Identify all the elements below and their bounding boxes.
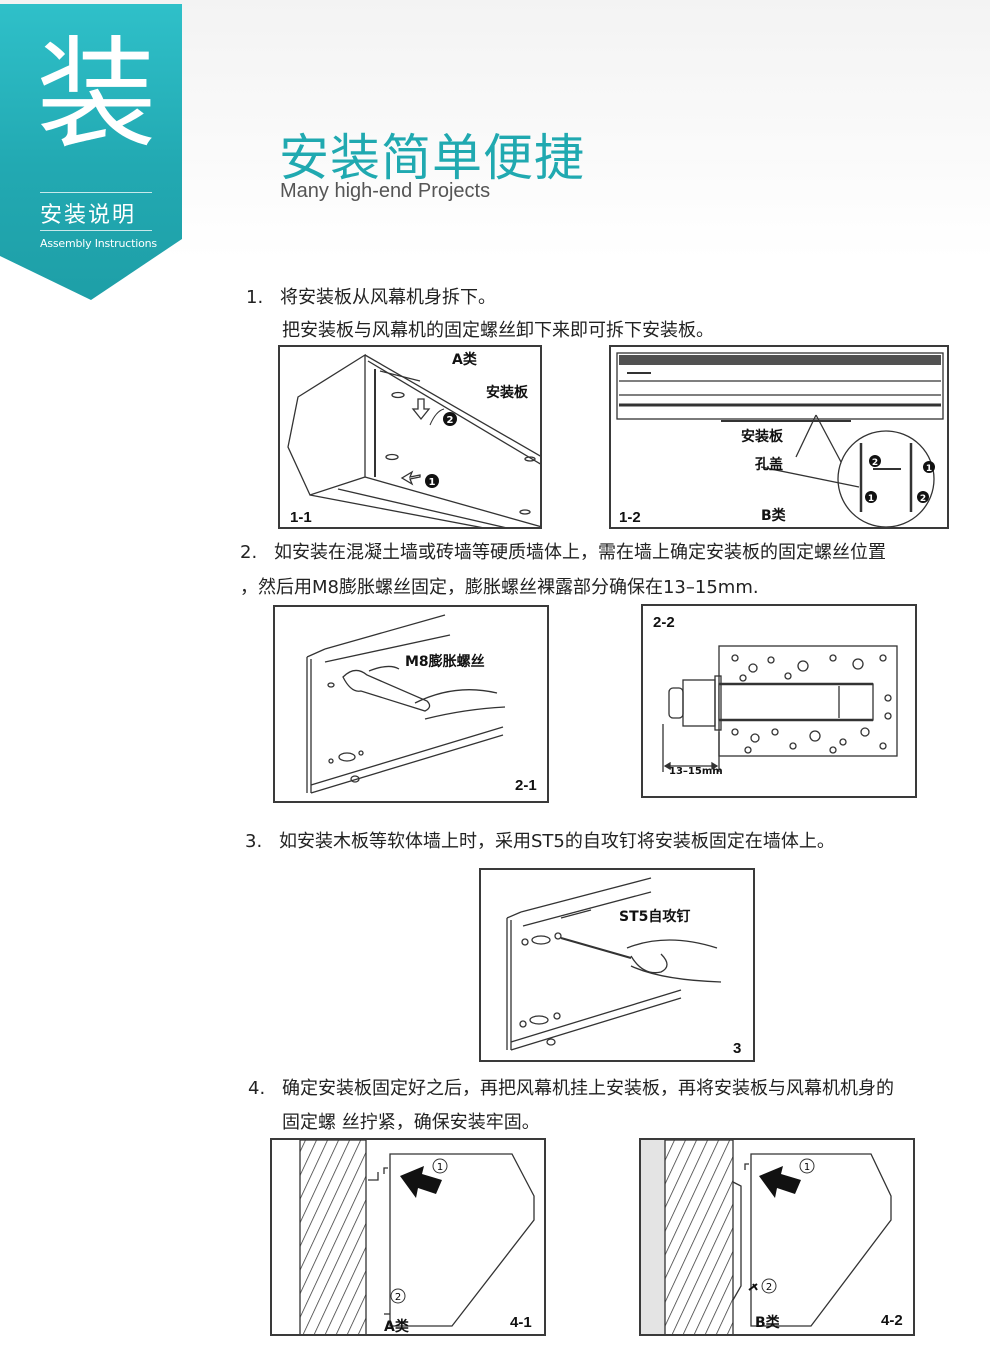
step-text: 确定安装板固定好之后，再把风幕机挂上安装板，再将安装板与风幕机机身的 bbox=[282, 1078, 894, 1099]
air-curtain-front-illustration: 2 1 1 2 bbox=[616, 352, 944, 527]
svg-text:2: 2 bbox=[447, 415, 454, 426]
figure-id: 3 bbox=[733, 1040, 742, 1057]
svg-text:2: 2 bbox=[920, 494, 926, 504]
figure-id: 1-2 bbox=[619, 509, 641, 526]
callout-hole-cover: 孔盖 bbox=[755, 457, 783, 473]
step-text: 如安装木板等软体墙上时，采用ST5的自攻钉将安装板固定在墙体上。 bbox=[279, 831, 835, 852]
svg-text:2: 2 bbox=[395, 1292, 401, 1303]
air-curtain-side-illustration: 2 1 bbox=[287, 353, 540, 527]
callout-mounting-plate: 安装板 bbox=[486, 385, 528, 401]
figure-3: ST5自攻钉 3 bbox=[479, 868, 755, 1062]
figure-4-1: 1 2 A类 4-1 bbox=[270, 1138, 546, 1336]
figure-id: 1-1 bbox=[290, 509, 312, 526]
wrench-bolt-illustration bbox=[306, 614, 506, 794]
callout-st5-self-tapping-screw: ST5自攻钉 bbox=[619, 909, 691, 925]
step-1-heading: 1. 将安装板从风幕机身拆下。 bbox=[246, 283, 496, 309]
screwdriver-illustration bbox=[506, 877, 722, 1051]
svg-text:1: 1 bbox=[804, 1162, 810, 1173]
figure-1-2: 2 1 1 2 安装板 孔盖 B类 1-2 bbox=[609, 345, 949, 529]
figure-type-label: B类 bbox=[761, 508, 786, 524]
step-number: 4. bbox=[248, 1078, 266, 1099]
anchor-bolt-cross-section bbox=[662, 645, 898, 772]
svg-text:1: 1 bbox=[437, 1162, 443, 1173]
hanging-unit-b-illustration: 1 2 bbox=[641, 1140, 892, 1334]
figure-type-label: A类 bbox=[384, 1319, 409, 1335]
page-subtitle: Many high-end Projects bbox=[280, 180, 491, 202]
ribbon-divider-top bbox=[40, 192, 152, 193]
ribbon-title-cn: 安装说明 bbox=[40, 203, 137, 228]
svg-text:2: 2 bbox=[872, 458, 878, 468]
step-text: 如安装在混凝土墙或砖墙等硬质墙体上，需在墙上确定安装板的固定螺丝位置 bbox=[274, 542, 886, 563]
step-4-detail: 固定螺 丝拧紧，确保安装牢固。 bbox=[282, 1112, 540, 1133]
step-2-heading: 2. 如安装在混凝土墙或砖墙等硬质墙体上，需在墙上确定安装板的固定螺丝位置 bbox=[240, 538, 886, 564]
figure-type-label: B类 bbox=[755, 1315, 780, 1331]
step-4-heading: 4. 确定安装板固定好之后，再把风幕机挂上安装板，再将安装板与风幕机机身的 bbox=[248, 1074, 894, 1100]
step-3-heading: 3. 如安装木板等软体墙上时，采用ST5的自攻钉将安装板固定在墙体上。 bbox=[245, 827, 835, 853]
svg-text:1: 1 bbox=[926, 464, 932, 474]
svg-text:1: 1 bbox=[429, 477, 436, 488]
figure-2-2: 2-2 13–15mm bbox=[641, 604, 917, 798]
hanging-unit-a-illustration: 1 2 bbox=[299, 1140, 535, 1334]
ribbon-title-en: Assembly Instructions bbox=[40, 237, 157, 250]
step-number: 1. bbox=[246, 287, 264, 308]
step-number: 2. bbox=[240, 542, 258, 563]
step-text: 将安装板从风幕机身拆下。 bbox=[280, 287, 496, 308]
ribbon-big-character: 装 bbox=[36, 26, 157, 165]
figure-1-1: 2 1 A类 安装板 1-1 bbox=[278, 345, 542, 529]
figure-id: 2-1 bbox=[515, 777, 537, 794]
step-number: 3. bbox=[245, 831, 263, 852]
dimension-label: 13–15mm bbox=[669, 766, 723, 777]
figure-id: 4-2 bbox=[881, 1312, 903, 1329]
callout-mounting-plate: 安装板 bbox=[741, 429, 783, 445]
step-1-detail: 把安装板与风幕机的固定螺丝卸下来即可拆下安装板。 bbox=[282, 320, 714, 341]
ribbon-divider-bottom bbox=[40, 230, 152, 231]
section-ribbon: 装 安装说明 Assembly Instructions bbox=[0, 4, 182, 300]
figure-id: 4-1 bbox=[510, 1314, 532, 1331]
svg-text:2: 2 bbox=[766, 1282, 772, 1293]
step-2-detail: ，然后用M8膨胀螺丝固定，膨胀螺丝裸露部分确保在13–15mm. bbox=[240, 577, 759, 598]
figure-2-1: M8膨胀螺丝 2-1 bbox=[273, 605, 549, 803]
figure-type-label: A类 bbox=[452, 352, 477, 368]
figure-id: 2-2 bbox=[653, 614, 675, 631]
svg-text:1: 1 bbox=[868, 494, 874, 504]
page-title: 安装简单便捷 bbox=[279, 129, 585, 187]
callout-m8-anchor-bolt: M8膨胀螺丝 bbox=[405, 654, 485, 670]
figure-4-2: 1 2 B类 4-2 bbox=[639, 1138, 915, 1336]
